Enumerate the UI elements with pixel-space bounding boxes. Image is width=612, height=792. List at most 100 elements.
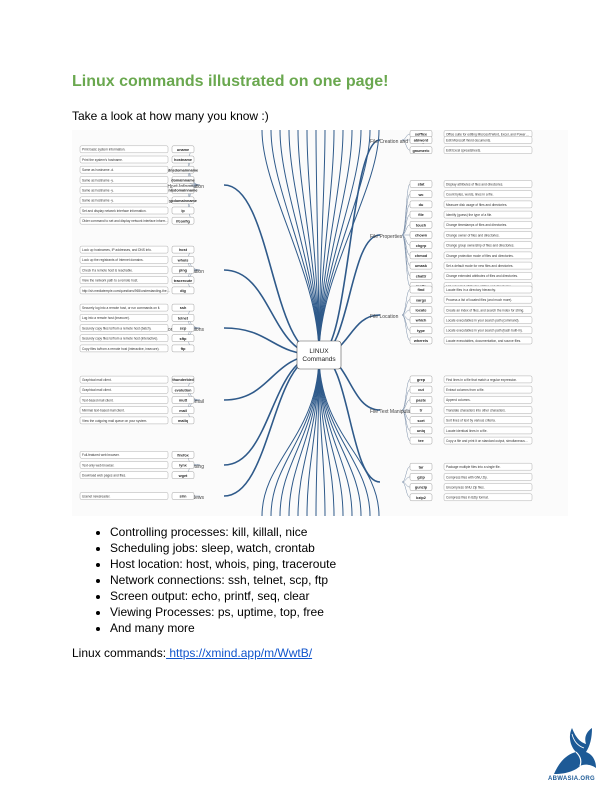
description-box [443,396,533,404]
command-name: abiword [414,139,429,143]
command-box [171,196,195,205]
command-name: sftp [180,337,188,341]
mind-map-svg: Host InformationunamePrint basic system … [79,130,533,516]
command-box [409,241,433,249]
command-box [409,426,433,435]
command-description: Extract columns from a file. [446,388,485,392]
command-name: mail [179,409,187,413]
description-box [443,483,533,491]
description-box [79,303,169,312]
description-box [79,396,169,404]
bullet-item: Network connections: ssh, telnet, scp, f… [110,572,570,588]
leaf-line [401,309,411,316]
description-box [79,451,169,459]
command-description: Uncompress GNU Zip files. [446,486,485,490]
fan-line [318,354,380,516]
command-name: xargs [416,298,426,302]
watermark-text: ABWASIA.ORG [548,776,595,782]
fan-line [318,130,380,356]
description-box [443,316,533,324]
xmind-link[interactable]: https://xmind.app/m/WwtB/ [166,646,313,660]
description-box [443,136,533,144]
command-description: Edit Microsoft Word documents. [446,138,491,142]
command-name: lynx [179,464,187,468]
leaf-line [401,299,411,316]
leaf-line [401,214,411,236]
intro-text: Take a look at how many you know :) [72,109,269,123]
description-box [79,386,169,394]
branch-label: File Properties [370,234,403,240]
command-description: Securely copy files to/from a remote hos… [82,326,152,330]
command-box [409,190,433,198]
description-box [443,326,533,335]
command-name: umask [415,264,428,268]
command-name: file [418,213,424,217]
command-description: Locate executables in your search path (… [446,319,519,323]
description-box [79,406,169,414]
command-description: Same as hostname -d. [82,168,114,172]
command-name: slrn [180,495,188,499]
command-description: Text-only web browser. [82,463,115,467]
description-box [443,306,533,314]
leaf-line [401,389,411,411]
command-description: Change extended attributes of files and … [446,274,518,278]
description-box [79,186,169,194]
command-box [171,386,195,394]
bullet-item: Scheduling jobs: sleep, watch, crontab [110,540,570,556]
command-name: whereis [413,339,428,343]
description-box [79,145,169,154]
description-box [443,493,533,501]
command-box [171,451,195,459]
command-name: chattr [416,274,427,278]
command-name: uniq [417,429,426,433]
command-box [171,324,195,332]
command-box [171,375,195,384]
command-description: Process a list of located files (and muc… [446,298,512,302]
description-box [443,251,533,260]
command-name: nisdomainname [169,189,198,193]
command-box [409,210,433,219]
command-box [409,295,433,304]
command-description: Copy a file and print it on standard out… [446,439,528,443]
description-box [443,261,533,270]
description-box [79,344,169,353]
command-name: touch [416,223,427,227]
branch-label: File Location [370,314,399,320]
command-box [171,266,195,274]
description-box [79,245,169,254]
center-label: Commands [302,356,336,363]
command-box [409,272,433,280]
leaf-line [401,314,411,341]
command-box [171,176,195,184]
command-name: tar [419,465,424,469]
description-box [79,206,169,215]
command-description: Change timestamps of files and directori… [446,223,507,227]
command-name: evolution [175,388,193,392]
command-box [409,375,433,384]
leaf-line [401,234,411,277]
command-name: host [179,248,188,252]
command-box [171,145,195,154]
command-box [171,334,195,342]
command-description: Check if a remote host is reachable. [82,268,133,272]
description-box [79,375,169,384]
description-box [443,285,533,294]
command-box [409,231,433,239]
leaf-line [401,466,411,483]
command-box [409,316,433,324]
command-description: Full-featured web browser. [82,453,120,457]
center-label: LINUX [309,348,329,355]
command-description: Same as hostname -y. [82,199,114,203]
command-name: uname [177,148,189,152]
command-description: Office suite for editing Microsoft Word,… [446,132,529,136]
command-description: Graphical mail client. [82,378,112,382]
leaf-line [401,193,411,236]
leaf-line [401,409,411,441]
command-description: Create an index of files, and search the… [446,308,524,312]
command-description: View the outgoing mail queue on your sys… [82,419,147,423]
command-description: Locate executables, documentation, and s… [446,339,521,343]
command-box [171,461,195,469]
command-name: wget [178,474,188,478]
description-box [79,286,169,295]
command-box [409,473,433,481]
